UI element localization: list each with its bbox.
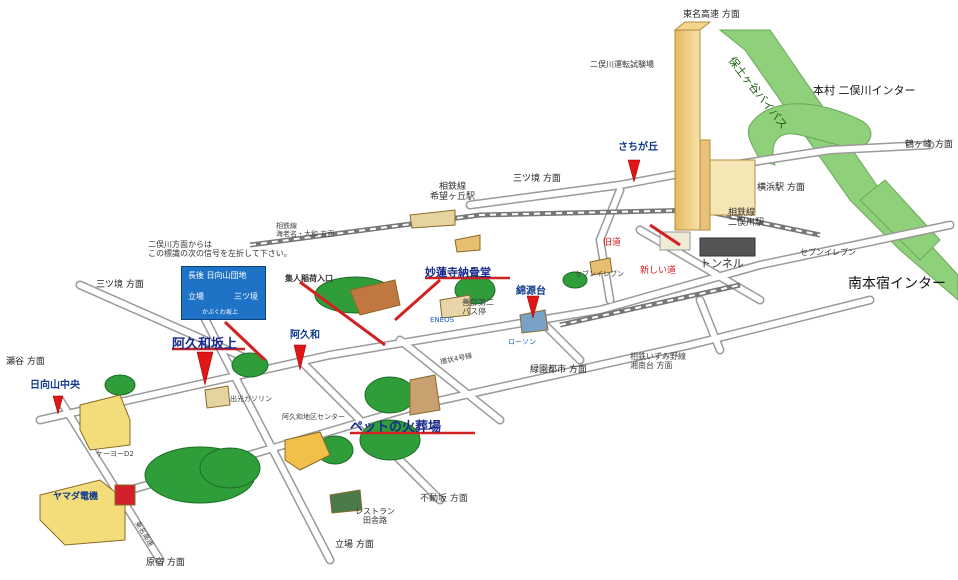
label-tunnel: トンネル bbox=[700, 257, 744, 270]
label-fudozaka: 不動坂 方面 bbox=[420, 494, 468, 504]
label-lawson: ローソン bbox=[508, 338, 536, 346]
label-annotation-sign: セブンイレブン bbox=[575, 270, 624, 278]
label-ker: ケーヨーD2 bbox=[96, 450, 134, 458]
tower-building bbox=[673, 21, 756, 231]
label-ryokuen: 緑園都市 方面 bbox=[530, 365, 587, 375]
label-akuwa-saka: 阿久和坂上 bbox=[172, 337, 238, 352]
label-izumino: 相鉄いずみ野線 湘南台 方面 bbox=[630, 352, 686, 371]
label-watabuki: 綿源台 bbox=[516, 286, 546, 297]
label-seya: 瀬谷 方面 bbox=[6, 357, 45, 367]
sign-line1: 長後 日向山団地 bbox=[188, 271, 247, 280]
label-menkyo: 二俣川運転試験場 bbox=[590, 60, 654, 69]
label-hyuga: 日向山中央 bbox=[30, 380, 80, 391]
label-shujin: 集人稲荷入口 bbox=[285, 274, 333, 283]
pointer-lines bbox=[223, 223, 681, 362]
label-pet: ペットの火葬場 bbox=[350, 420, 442, 435]
direction-sign: 長後 日向山団地 立場 三ツ境 かぶくわ坂上 bbox=[181, 266, 266, 320]
title-underlines bbox=[172, 276, 510, 435]
label-sotetsu-line: 相鉄線 海老名・大和 方面 bbox=[276, 222, 335, 239]
label-sachigaoka: さちが丘 bbox=[618, 142, 658, 153]
label-cosmo: 出光ガソリン bbox=[230, 395, 272, 403]
sign-right: 三ツ境 bbox=[234, 292, 258, 301]
label-yamada: ヤマダ電機 bbox=[53, 492, 99, 502]
label-busstop: 善部第二 バス停 bbox=[462, 298, 494, 317]
label-restaurant: レストラン 田舎路 bbox=[355, 507, 395, 526]
label-honmura: 本村 二俣川インター bbox=[813, 84, 916, 97]
buildings bbox=[39, 209, 613, 546]
label-kyudo: 旧道 bbox=[603, 238, 622, 248]
tree-clusters bbox=[104, 271, 588, 504]
label-center: 阿久和地区センター bbox=[282, 413, 345, 421]
label-harajuku: 原宿 方面 bbox=[146, 558, 185, 568]
sotetsu-railway bbox=[249, 207, 821, 328]
label-kibougaoka: 相鉄線 希望ヶ丘駅 bbox=[430, 182, 476, 203]
label-minamihonjuku: 南本宿インター bbox=[848, 276, 946, 292]
label-mitsukyo-top: 三ツ境 方面 bbox=[513, 174, 561, 184]
label-tachiba: 立場 方面 bbox=[335, 540, 374, 550]
label-shindo: 新しい道 bbox=[640, 266, 677, 276]
sign-left: 立場 bbox=[188, 292, 204, 301]
location-pins bbox=[52, 159, 641, 415]
label-yokohama: 横浜駅 方面 bbox=[757, 183, 805, 193]
label-tsurugamine: 鶴ヶ峰 方面 bbox=[905, 140, 953, 150]
label-myorenji: 妙蓮寺納骨堂 bbox=[425, 266, 491, 279]
label-futamatagawa: 相鉄線 二俣川駅 bbox=[728, 208, 765, 229]
label-mitsukyo-left: 三ツ境 方面 bbox=[96, 280, 144, 290]
label-seven: セブンイレブン bbox=[800, 248, 856, 257]
label-tomei: 東名高速 方面 bbox=[683, 10, 740, 20]
sign-bottom: かぶくわ坂上 bbox=[202, 309, 239, 316]
label-denshu: 二俣川方面からは この標識の次の信号を左折して下さい。 bbox=[148, 240, 292, 259]
label-akuwa: 阿久和 bbox=[290, 330, 320, 341]
label-eneos: ENEOS bbox=[430, 316, 455, 324]
